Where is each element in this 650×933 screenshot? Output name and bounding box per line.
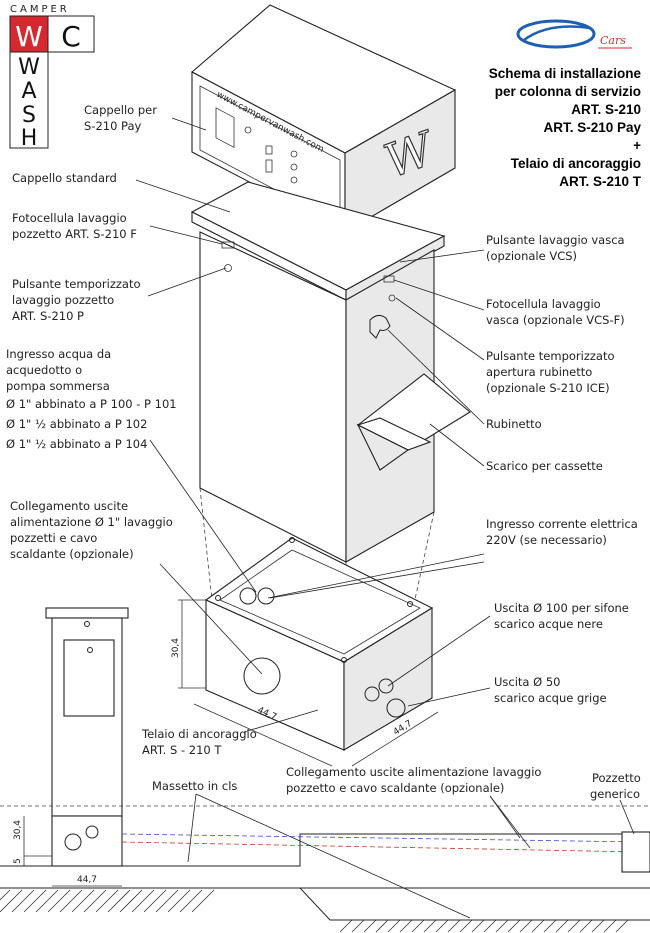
- label-uscita-50-1: Uscita Ø 50: [494, 675, 560, 689]
- logo-letter-s: S: [22, 103, 36, 128]
- partner-logo-text: Cars: [600, 34, 626, 47]
- label-cappello-standard: Cappello standard: [12, 171, 117, 185]
- title-line-4: ART. S-210 Pay: [543, 120, 641, 135]
- label-pulsante-pozzetto-3: ART. S-210 P: [12, 309, 84, 323]
- label-collegamento-bottom-2: pozzetto e cavo scaldante (opzionale): [286, 781, 504, 795]
- leader-lines: [135, 117, 635, 919]
- side-small-dim: 5: [13, 858, 23, 864]
- label-fotocellula-vasca-1: Fotocellula lavaggio: [486, 297, 601, 311]
- label-ingresso-corrente-2: 220V (se necessario): [486, 533, 607, 547]
- diagram-title: Schema di installazione per colonna di s…: [489, 66, 642, 189]
- logo-letter-w2: W: [18, 55, 40, 80]
- label-scarico-cassette: Scarico per cassette: [486, 459, 603, 473]
- logo-letter-w: W: [15, 20, 43, 53]
- label-collegamento-2: alimentazione Ø 1" lavaggio: [10, 515, 173, 529]
- label-pulsante-rubinetto-1: Pulsante temporizzato: [486, 349, 615, 363]
- label-pulsante-rubinetto-2: apertura rubinetto: [486, 365, 592, 379]
- camper-wash-logo: CAMPER W C W A S H: [9, 4, 95, 151]
- side-width-dim: 44,7: [77, 875, 97, 885]
- label-ingresso-acqua-2: acquedotto o: [6, 363, 82, 377]
- label-pulsante-pozzetto-1: Pulsante temporizzato: [12, 277, 141, 291]
- logo-brand-top: CAMPER: [10, 4, 70, 15]
- label-pulsante-pozzetto-2: lavaggio pozzetto: [12, 293, 114, 307]
- label-ingresso-acqua-6: Ø 1" ½ abbinato a P 104: [6, 437, 147, 451]
- title-line-5: +: [633, 138, 641, 153]
- frame-width-dim-b: 44,7: [392, 719, 414, 738]
- service-column: [199, 231, 471, 563]
- labels: Cappello per S-210 Pay Cappello standard…: [6, 103, 641, 801]
- label-pozzetto-2: generico: [590, 787, 640, 801]
- title-line-1: Schema di installazione: [489, 66, 642, 81]
- logo-letter-h: H: [21, 126, 38, 151]
- label-collegamento-bottom-1: Collegamento uscite alimentazione lavagg…: [286, 765, 541, 779]
- label-massetto: Massetto in cls: [152, 779, 237, 793]
- label-pulsante-rubinetto-3: (opzionale S-210 ICE): [486, 381, 610, 395]
- label-uscita-50-2: scarico acque grige: [494, 691, 607, 705]
- title-line-7: ART. S-210 T: [559, 174, 642, 189]
- title-line-2: per colonna di servizio: [495, 84, 641, 99]
- label-pulsante-vasca-2: (opzionale VCS): [486, 249, 577, 263]
- logo-letter-c: C: [61, 20, 81, 53]
- logo-letter-a: A: [21, 79, 36, 104]
- label-pozzetto-1: Pozzetto: [592, 771, 641, 785]
- label-ingresso-corrente-1: Ingresso corrente elettrica: [486, 517, 638, 531]
- label-ingresso-acqua-3: pompa sommersa: [6, 379, 110, 393]
- ground-section: [0, 805, 650, 933]
- frame-height-dim: 30,4: [171, 638, 181, 658]
- label-cappello-pay-2: S-210 Pay: [84, 119, 142, 133]
- label-uscita-100-1: Uscita Ø 100 per sifone: [494, 601, 629, 615]
- label-rubinetto: Rubinetto: [486, 417, 542, 431]
- side-height-dim: 30,4: [13, 820, 23, 840]
- cap-pay: www.campervanwash.com W: [191, 4, 457, 233]
- label-fotocellula-pozzetto-2: pozzetto ART. S-210 F: [12, 227, 137, 241]
- label-ingresso-acqua-4: Ø 1" abbinato a P 100 - P 101: [6, 397, 177, 411]
- label-telaio-1: Telaio di ancoraggio: [141, 727, 257, 741]
- label-ingresso-acqua-1: Ingresso acqua da: [6, 347, 111, 361]
- label-fotocellula-vasca-2: vasca (opzionale VCS-F): [486, 313, 625, 327]
- label-cappello-pay-1: Cappello per: [84, 103, 157, 117]
- label-pulsante-vasca-1: Pulsante lavaggio vasca: [486, 233, 625, 247]
- title-line-6: Telaio di ancoraggio: [511, 156, 641, 171]
- side-elevation: 30,4 5 44,7: [13, 607, 129, 887]
- label-collegamento-1: Collegamento uscite: [10, 499, 128, 513]
- label-collegamento-3: pozzetti e cavo: [10, 531, 97, 545]
- label-ingresso-acqua-5: Ø 1" ½ abbinato a P 102: [6, 417, 147, 431]
- partner-logo: Cars: [516, 19, 632, 49]
- title-line-3: ART. S-210: [571, 102, 641, 117]
- standard-cap-plate: [190, 181, 446, 301]
- label-fotocellula-pozzetto-1: Fotocellula lavaggio: [12, 211, 127, 225]
- label-telaio-2: ART. S - 210 T: [142, 743, 222, 757]
- label-collegamento-4: scaldante (opzionale): [10, 547, 134, 561]
- label-uscita-100-2: scarico acque nere: [494, 617, 603, 631]
